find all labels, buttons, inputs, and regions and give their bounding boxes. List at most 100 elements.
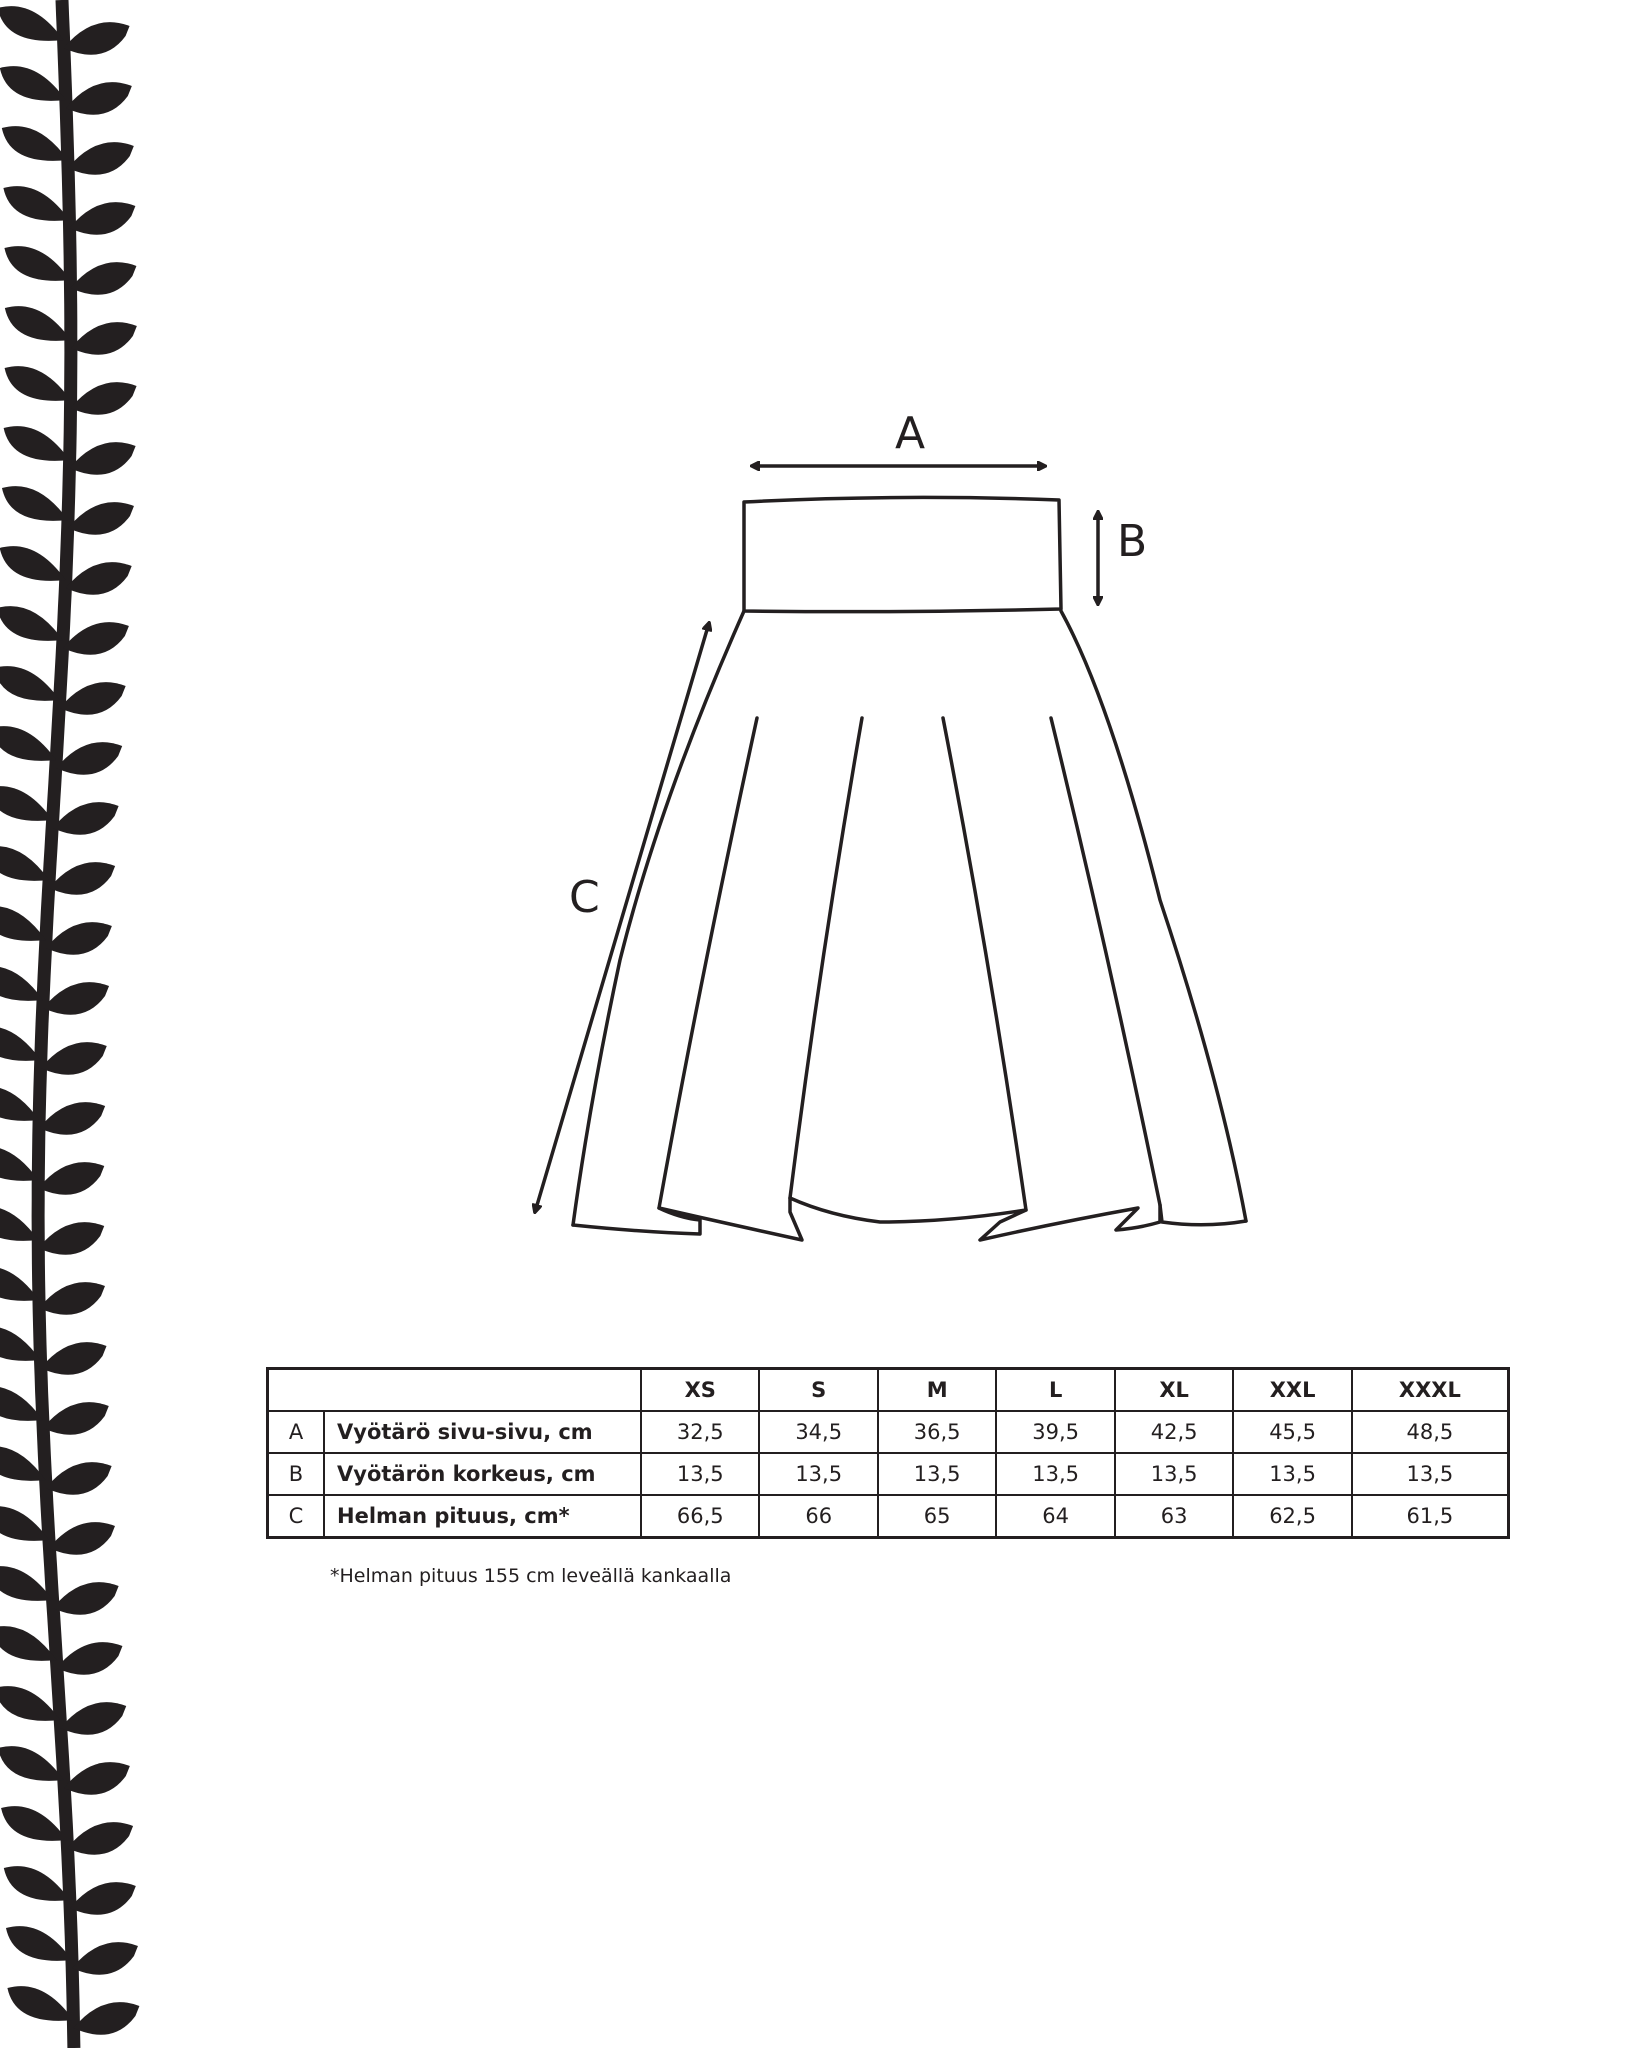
leaf-icon <box>0 786 53 821</box>
leaf-icon <box>71 1942 138 1975</box>
leaf-icon <box>73 2002 140 2035</box>
leaf-icon <box>42 1402 109 1435</box>
table-cell: 66,5 <box>639 1494 761 1539</box>
leaf-icon <box>63 1762 130 1795</box>
table-cell: 66 <box>758 1494 879 1539</box>
label-b: B <box>1117 516 1148 567</box>
leaf-icon <box>4 306 71 341</box>
leaf-icon <box>3 426 70 461</box>
leaf-icon <box>4 246 71 281</box>
leaf-icon <box>40 1342 107 1375</box>
leaf-icon <box>1 1806 68 1841</box>
pleat-line <box>941 716 1028 1212</box>
leaf-icon <box>65 82 132 115</box>
vine-stem <box>31 0 81 2048</box>
leaf-icon <box>3 186 70 221</box>
leaf-icon <box>48 1522 115 1555</box>
leaf-icon <box>1 486 68 521</box>
leaf-icon <box>40 1042 107 1075</box>
vine-decoration <box>0 0 140 2048</box>
table-cell: 13,5 <box>1350 1452 1510 1496</box>
leaf-icon <box>52 1582 119 1615</box>
leaf-icon <box>0 967 44 1001</box>
table-cell: 48,5 <box>1350 1410 1510 1454</box>
leaf-icon <box>67 142 134 175</box>
footnote: *Helman pituus 155 cm leveällä kankaalla <box>330 1565 732 1587</box>
row-label: Vyötärön korkeus, cm <box>323 1452 642 1496</box>
leaf-icon <box>67 502 134 535</box>
leaf-icon <box>0 1506 49 1541</box>
leaf-icon <box>7 1986 74 2021</box>
table-cell: 64 <box>995 1494 1116 1539</box>
column-header: S <box>758 1367 879 1412</box>
leaf-icon <box>0 666 60 701</box>
leaf-icon <box>65 562 132 595</box>
leaf-icon <box>0 66 66 101</box>
waistband <box>742 495 1063 614</box>
hem <box>571 1196 1248 1242</box>
leaf-icon <box>0 606 63 641</box>
leaf-icon <box>0 726 57 761</box>
leaf-icon <box>0 1686 61 1721</box>
leaf-icon <box>0 1208 39 1241</box>
leaf-icon <box>38 1162 105 1195</box>
leaf-icon <box>60 1702 127 1735</box>
table-cell: 13,5 <box>995 1452 1116 1496</box>
leaf-icon <box>70 322 137 355</box>
column-header: XXL <box>1232 1367 1353 1412</box>
leaf-icon <box>59 682 126 715</box>
row-label: Vyötärö sivu-sivu, cm <box>323 1410 642 1454</box>
table-cell: 13,5 <box>876 1452 998 1496</box>
skirt-right-side <box>1059 609 1248 1223</box>
leaf-icon <box>45 922 112 955</box>
column-header: XXXL <box>1350 1367 1510 1412</box>
table-cell: 32,5 <box>639 1410 761 1454</box>
leaf-icon <box>69 442 136 475</box>
leaf-icon <box>0 1088 40 1121</box>
leaf-icon <box>63 22 130 55</box>
leaf-icon <box>0 1327 41 1361</box>
leaf-icon <box>69 1882 136 1915</box>
leaf-icon <box>0 1027 41 1061</box>
pleat-line <box>1049 716 1162 1207</box>
leaf-icon <box>70 262 137 295</box>
leaf-icon <box>0 1268 39 1301</box>
header-empty <box>266 1367 642 1412</box>
table-cell: 62,5 <box>1232 1494 1353 1539</box>
table-cell: 61,5 <box>1350 1494 1510 1539</box>
leaf-icon <box>0 1387 43 1421</box>
leaf-icon <box>43 982 110 1015</box>
leaf-icon <box>62 622 129 655</box>
leaf-icon <box>45 1462 112 1495</box>
column-header: L <box>995 1367 1116 1412</box>
row-letter: B <box>266 1452 325 1496</box>
column-header: XS <box>639 1367 761 1412</box>
leaf-icon <box>56 742 123 775</box>
label-c: C <box>569 872 600 923</box>
column-header: M <box>876 1367 998 1412</box>
leaf-icon <box>0 846 50 881</box>
leaf-icon <box>5 1926 72 1961</box>
leaf-icon <box>67 1822 134 1855</box>
leaf-icon <box>0 1566 53 1601</box>
table-cell: 13,5 <box>1232 1452 1353 1496</box>
leaf-icon <box>0 906 46 941</box>
leaf-icon <box>39 1102 106 1135</box>
label-a: A <box>895 408 926 459</box>
leaf-icon <box>3 1866 70 1901</box>
table-cell: 63 <box>1113 1494 1235 1539</box>
leaf-icon <box>4 366 71 401</box>
pleat-line <box>657 716 759 1210</box>
leaf-icon <box>70 382 137 415</box>
table-header-row: XS S M L XL XXL XXXL <box>266 1367 1510 1412</box>
row-letter: C <box>266 1494 325 1539</box>
leaf-icon <box>0 6 64 41</box>
row-label: Helman pituus, cm* <box>323 1494 642 1539</box>
leaf-icon <box>49 862 116 895</box>
table-cell: 13,5 <box>639 1452 761 1496</box>
table-cell: 39,5 <box>995 1410 1116 1454</box>
leaf-icon <box>1 126 68 161</box>
